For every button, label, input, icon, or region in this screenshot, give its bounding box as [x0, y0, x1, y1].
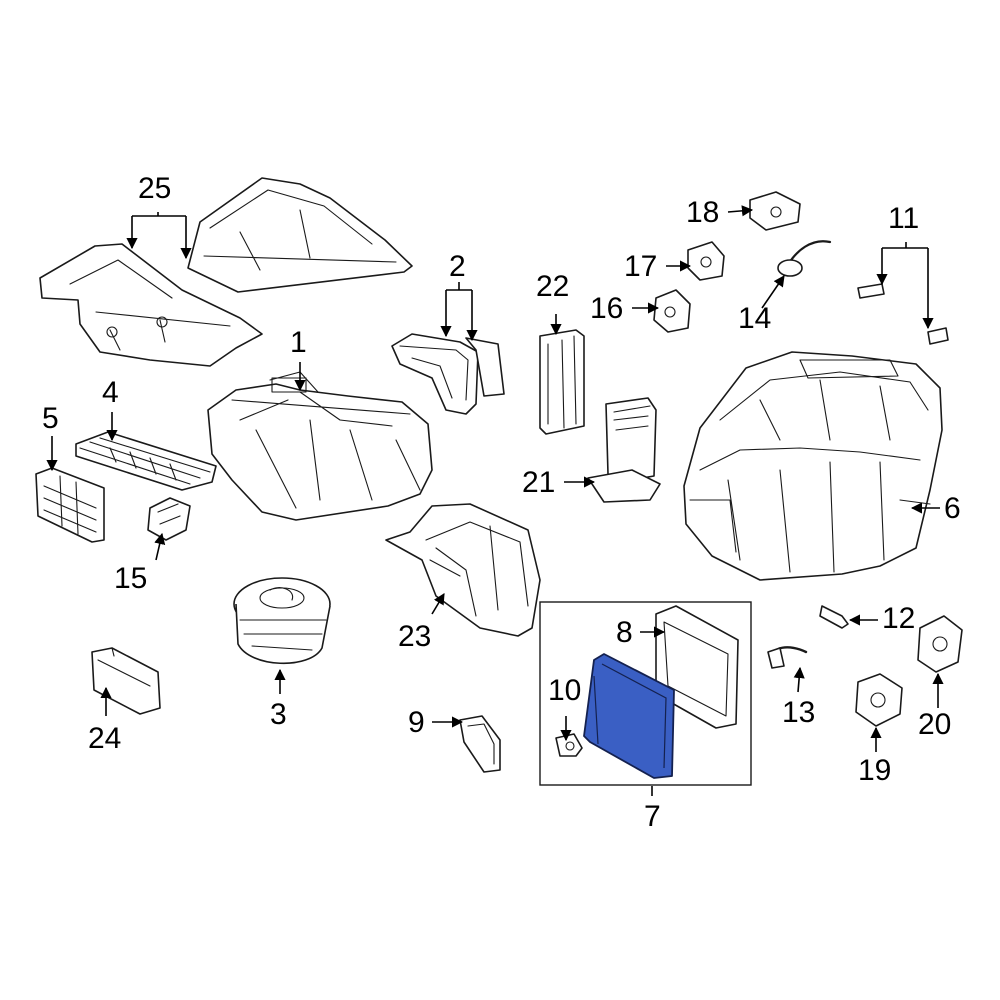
callout-3: 3 [270, 698, 287, 731]
callout-1: 1 [290, 326, 307, 359]
callout-17: 17 [624, 250, 657, 283]
callout-21: 21 [522, 466, 555, 499]
callout-18: 18 [686, 196, 719, 229]
callout-22: 22 [536, 270, 569, 303]
callout-14: 14 [738, 302, 771, 335]
callout-15: 15 [114, 562, 147, 595]
highlighted-evaporator-core [583, 653, 675, 779]
part-3-blower-motor [233, 577, 331, 665]
callout-16: 16 [590, 292, 623, 325]
callout-19: 19 [858, 754, 891, 787]
part-6-hvac-assembly [683, 351, 943, 581]
callout-23: 23 [398, 620, 431, 653]
callout-5: 5 [42, 402, 59, 435]
part-13-hose [767, 646, 808, 669]
part-23-lower-case [385, 503, 541, 637]
callout-labels: 25 2 1 4 5 15 3 24 23 9 22 21 16 17 18 1… [42, 172, 961, 833]
part-20-actuator [917, 615, 963, 673]
callout-9: 9 [408, 706, 425, 739]
part-1-upper-housing [207, 371, 433, 521]
callout-6: 6 [944, 492, 961, 525]
part-10-clip [555, 733, 583, 757]
part-5-grille [35, 467, 105, 543]
part-18-actuator [749, 191, 801, 231]
part-4-cabin-filter [75, 431, 217, 491]
callout-20: 20 [918, 708, 951, 741]
part-16-actuator [653, 289, 691, 333]
part-9-seal [459, 715, 501, 773]
part-22-duct [539, 329, 585, 435]
part-21-resistor [587, 397, 661, 503]
callout-24: 24 [88, 722, 121, 755]
part-19-actuator [855, 673, 903, 727]
part-2-gasket [391, 333, 505, 415]
callout-13: 13 [782, 696, 815, 729]
part-17-actuator [687, 241, 725, 281]
kit-7-box [539, 601, 752, 786]
part-15-sensor [147, 497, 191, 541]
part-14-hose [777, 240, 832, 277]
part-25-shield [39, 177, 413, 367]
callout-2: 2 [449, 250, 466, 283]
callout-4: 4 [102, 376, 119, 409]
leader-lines [46, 205, 944, 796]
callout-12: 12 [882, 602, 915, 635]
part-12-fitting [819, 605, 849, 629]
callout-25: 25 [138, 172, 171, 205]
part-11-fastener [857, 283, 949, 345]
callout-11: 11 [888, 202, 919, 235]
callout-8: 8 [616, 616, 633, 649]
callout-10: 10 [548, 674, 581, 707]
part-24-module [91, 647, 161, 715]
callout-7: 7 [644, 800, 661, 833]
